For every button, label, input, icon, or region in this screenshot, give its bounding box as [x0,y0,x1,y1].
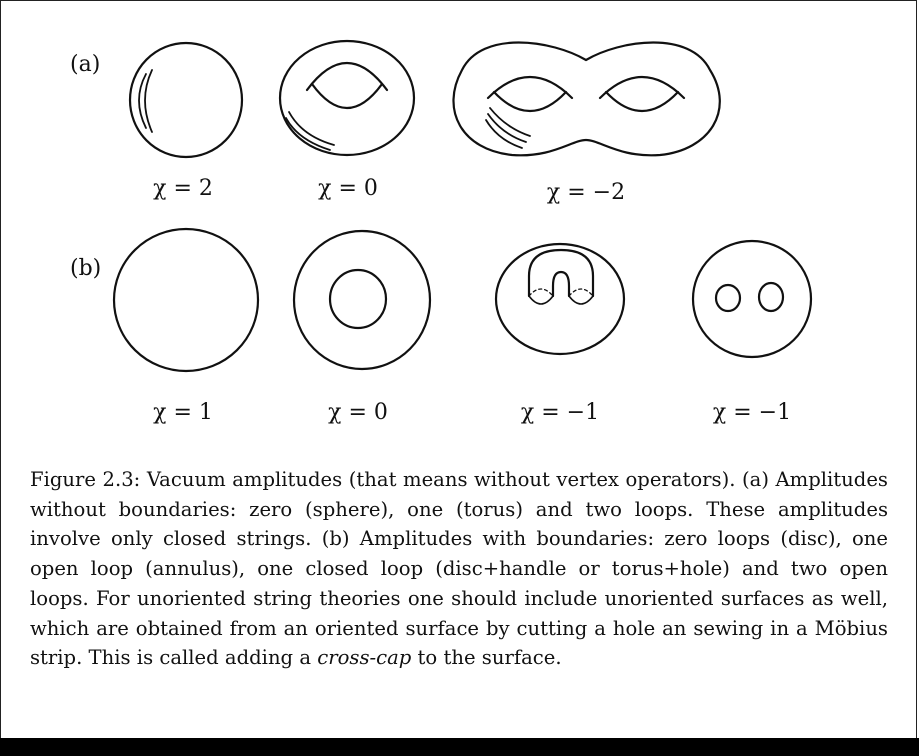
euler-char-torus: χ = 0 [318,176,378,201]
panel-a-label: (a) [70,52,101,77]
caption-text-1: Figure 2.3: Vacuum amplitudes (that mean… [30,468,888,670]
caption-text-2: to the surface. [411,646,562,670]
annulus-surface [292,229,432,371]
disc-surface [112,227,260,373]
euler-char-two-hole-disc: χ = −1 [712,400,792,425]
figure-frame [0,0,917,738]
euler-char-double-torus: χ = −2 [546,180,626,205]
two-hole-disc-surface [691,239,813,359]
euler-char-disc-handle: χ = −1 [520,400,600,425]
panel-b-label: (b) [70,256,102,281]
bottom-border-bar [0,738,919,756]
sphere-surface [128,41,244,159]
euler-char-annulus: χ = 0 [328,400,388,425]
surfaces-diagram [112,39,813,373]
torus-surface [278,39,416,157]
euler-char-disc: χ = 1 [153,400,213,425]
caption-emphasis: cross-cap [317,646,412,670]
disc-handle-surface [494,242,626,356]
figure-caption: Figure 2.3: Vacuum amplitudes (that mean… [30,465,888,673]
euler-char-sphere: χ = 2 [153,176,213,201]
double-torus-surface [452,41,721,157]
